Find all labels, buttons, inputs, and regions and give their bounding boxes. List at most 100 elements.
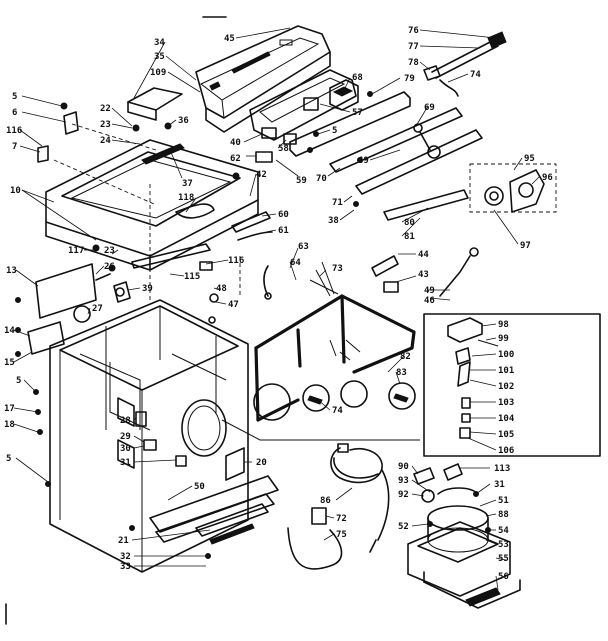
part-label: 115 — [184, 272, 200, 282]
console-panel — [127, 87, 183, 111]
control-bracket — [289, 91, 411, 157]
motor-mount-ring — [73, 305, 91, 323]
plug — [393, 393, 409, 403]
part-label: 71 — [332, 198, 343, 208]
part-label: 95 — [524, 154, 535, 164]
part-label: 38 — [328, 216, 339, 226]
part-label: 57 — [352, 108, 363, 118]
part-label: 116 — [228, 256, 244, 266]
bracket-clip — [143, 439, 157, 451]
part-label: 18 — [4, 420, 15, 430]
part-label: 74 — [332, 406, 343, 416]
screw — [132, 124, 140, 132]
part-label: 47 — [228, 300, 239, 310]
screw — [353, 201, 359, 207]
part-label: 48 — [216, 284, 227, 294]
part-label: 52 — [398, 522, 409, 532]
side-bracket — [35, 263, 97, 319]
part-label: 31 — [120, 458, 131, 468]
part-label: 32 — [120, 552, 131, 562]
screw — [357, 157, 363, 163]
switch — [303, 97, 319, 111]
part-label: 97 — [520, 241, 531, 251]
part-label: 83 — [396, 368, 407, 378]
part-label: 82 — [400, 352, 411, 362]
spring — [413, 123, 423, 133]
knob-detail-box — [469, 163, 557, 213]
part-label: 26 — [104, 262, 115, 272]
part-label: 27 — [92, 304, 103, 314]
toe-kick — [195, 503, 269, 537]
fill-hose — [431, 39, 495, 73]
part-label: 17 — [4, 404, 15, 414]
part-label: 42 — [256, 170, 267, 180]
part-label: 5 — [332, 126, 337, 136]
detail-nut — [459, 427, 471, 439]
latch-spring — [95, 273, 111, 281]
harness-lead — [221, 419, 420, 441]
detail-switch-housing — [447, 317, 483, 343]
bracket-clip — [175, 455, 187, 467]
ground-wire — [263, 265, 269, 297]
part-label: 39 — [142, 284, 153, 294]
hose-tail — [439, 79, 459, 97]
part-label: 101 — [498, 366, 514, 376]
control-console — [195, 25, 331, 133]
part-label: 44 — [418, 250, 429, 260]
screw — [92, 244, 100, 252]
screw — [45, 481, 51, 487]
part-label: 69 — [358, 156, 369, 166]
part-label: 92 — [398, 490, 409, 500]
harness-connector-c — [340, 380, 368, 408]
part-label: 62 — [230, 154, 241, 164]
probe-wire — [439, 255, 471, 297]
bracket-clip — [135, 411, 147, 427]
part-label: 20 — [256, 458, 267, 468]
part-label: 68 — [352, 73, 363, 83]
drain-hose-end — [413, 467, 435, 485]
cabinet — [49, 299, 249, 573]
part-label: 43 — [418, 270, 429, 280]
part-label: 59 — [296, 176, 307, 186]
part-label: 63 — [298, 242, 309, 252]
part-label: 60 — [278, 210, 289, 220]
latch — [113, 281, 131, 303]
grommet — [208, 316, 216, 324]
part-label: 5 — [6, 454, 11, 464]
part-label: 53 — [498, 540, 509, 550]
part-label: 64 — [290, 258, 301, 268]
part-label: 103 — [498, 398, 514, 408]
knob-center — [489, 191, 499, 201]
part-label: 73 — [332, 264, 343, 274]
part-label: 33 — [120, 562, 131, 572]
console-trim — [383, 189, 469, 221]
part-label: 35 — [154, 52, 165, 62]
screw — [108, 264, 116, 272]
terminal — [283, 133, 297, 145]
probe-tip — [469, 247, 479, 257]
part-label: 80 — [404, 218, 415, 228]
part-label: 72 — [336, 514, 347, 524]
part-label: 5 — [12, 92, 17, 102]
part-label: 23 — [104, 246, 115, 256]
grommet — [209, 293, 219, 303]
fill-hose-edge — [435, 45, 499, 79]
part-label: 56 — [498, 572, 509, 582]
leader-lines — [13, 27, 541, 591]
part-label: 55 — [498, 554, 509, 564]
part-labels: 34 35 45 109 68 76 77 78 79 74 5 6 22 23… — [4, 26, 553, 582]
part-label: 79 — [404, 74, 415, 84]
part-label: 93 — [398, 476, 409, 486]
part-label: 113 — [494, 464, 510, 474]
knob-skirt — [484, 186, 504, 206]
knob-shaft — [427, 145, 441, 159]
power-cord — [287, 527, 343, 570]
assembly-guide — [71, 123, 157, 151]
part-label: 88 — [498, 510, 509, 520]
screw — [427, 521, 433, 527]
part-label: 90 — [398, 462, 409, 472]
part-label: 75 — [336, 530, 347, 540]
part-label: 104 — [498, 414, 515, 424]
part-label: 51 — [498, 496, 509, 506]
